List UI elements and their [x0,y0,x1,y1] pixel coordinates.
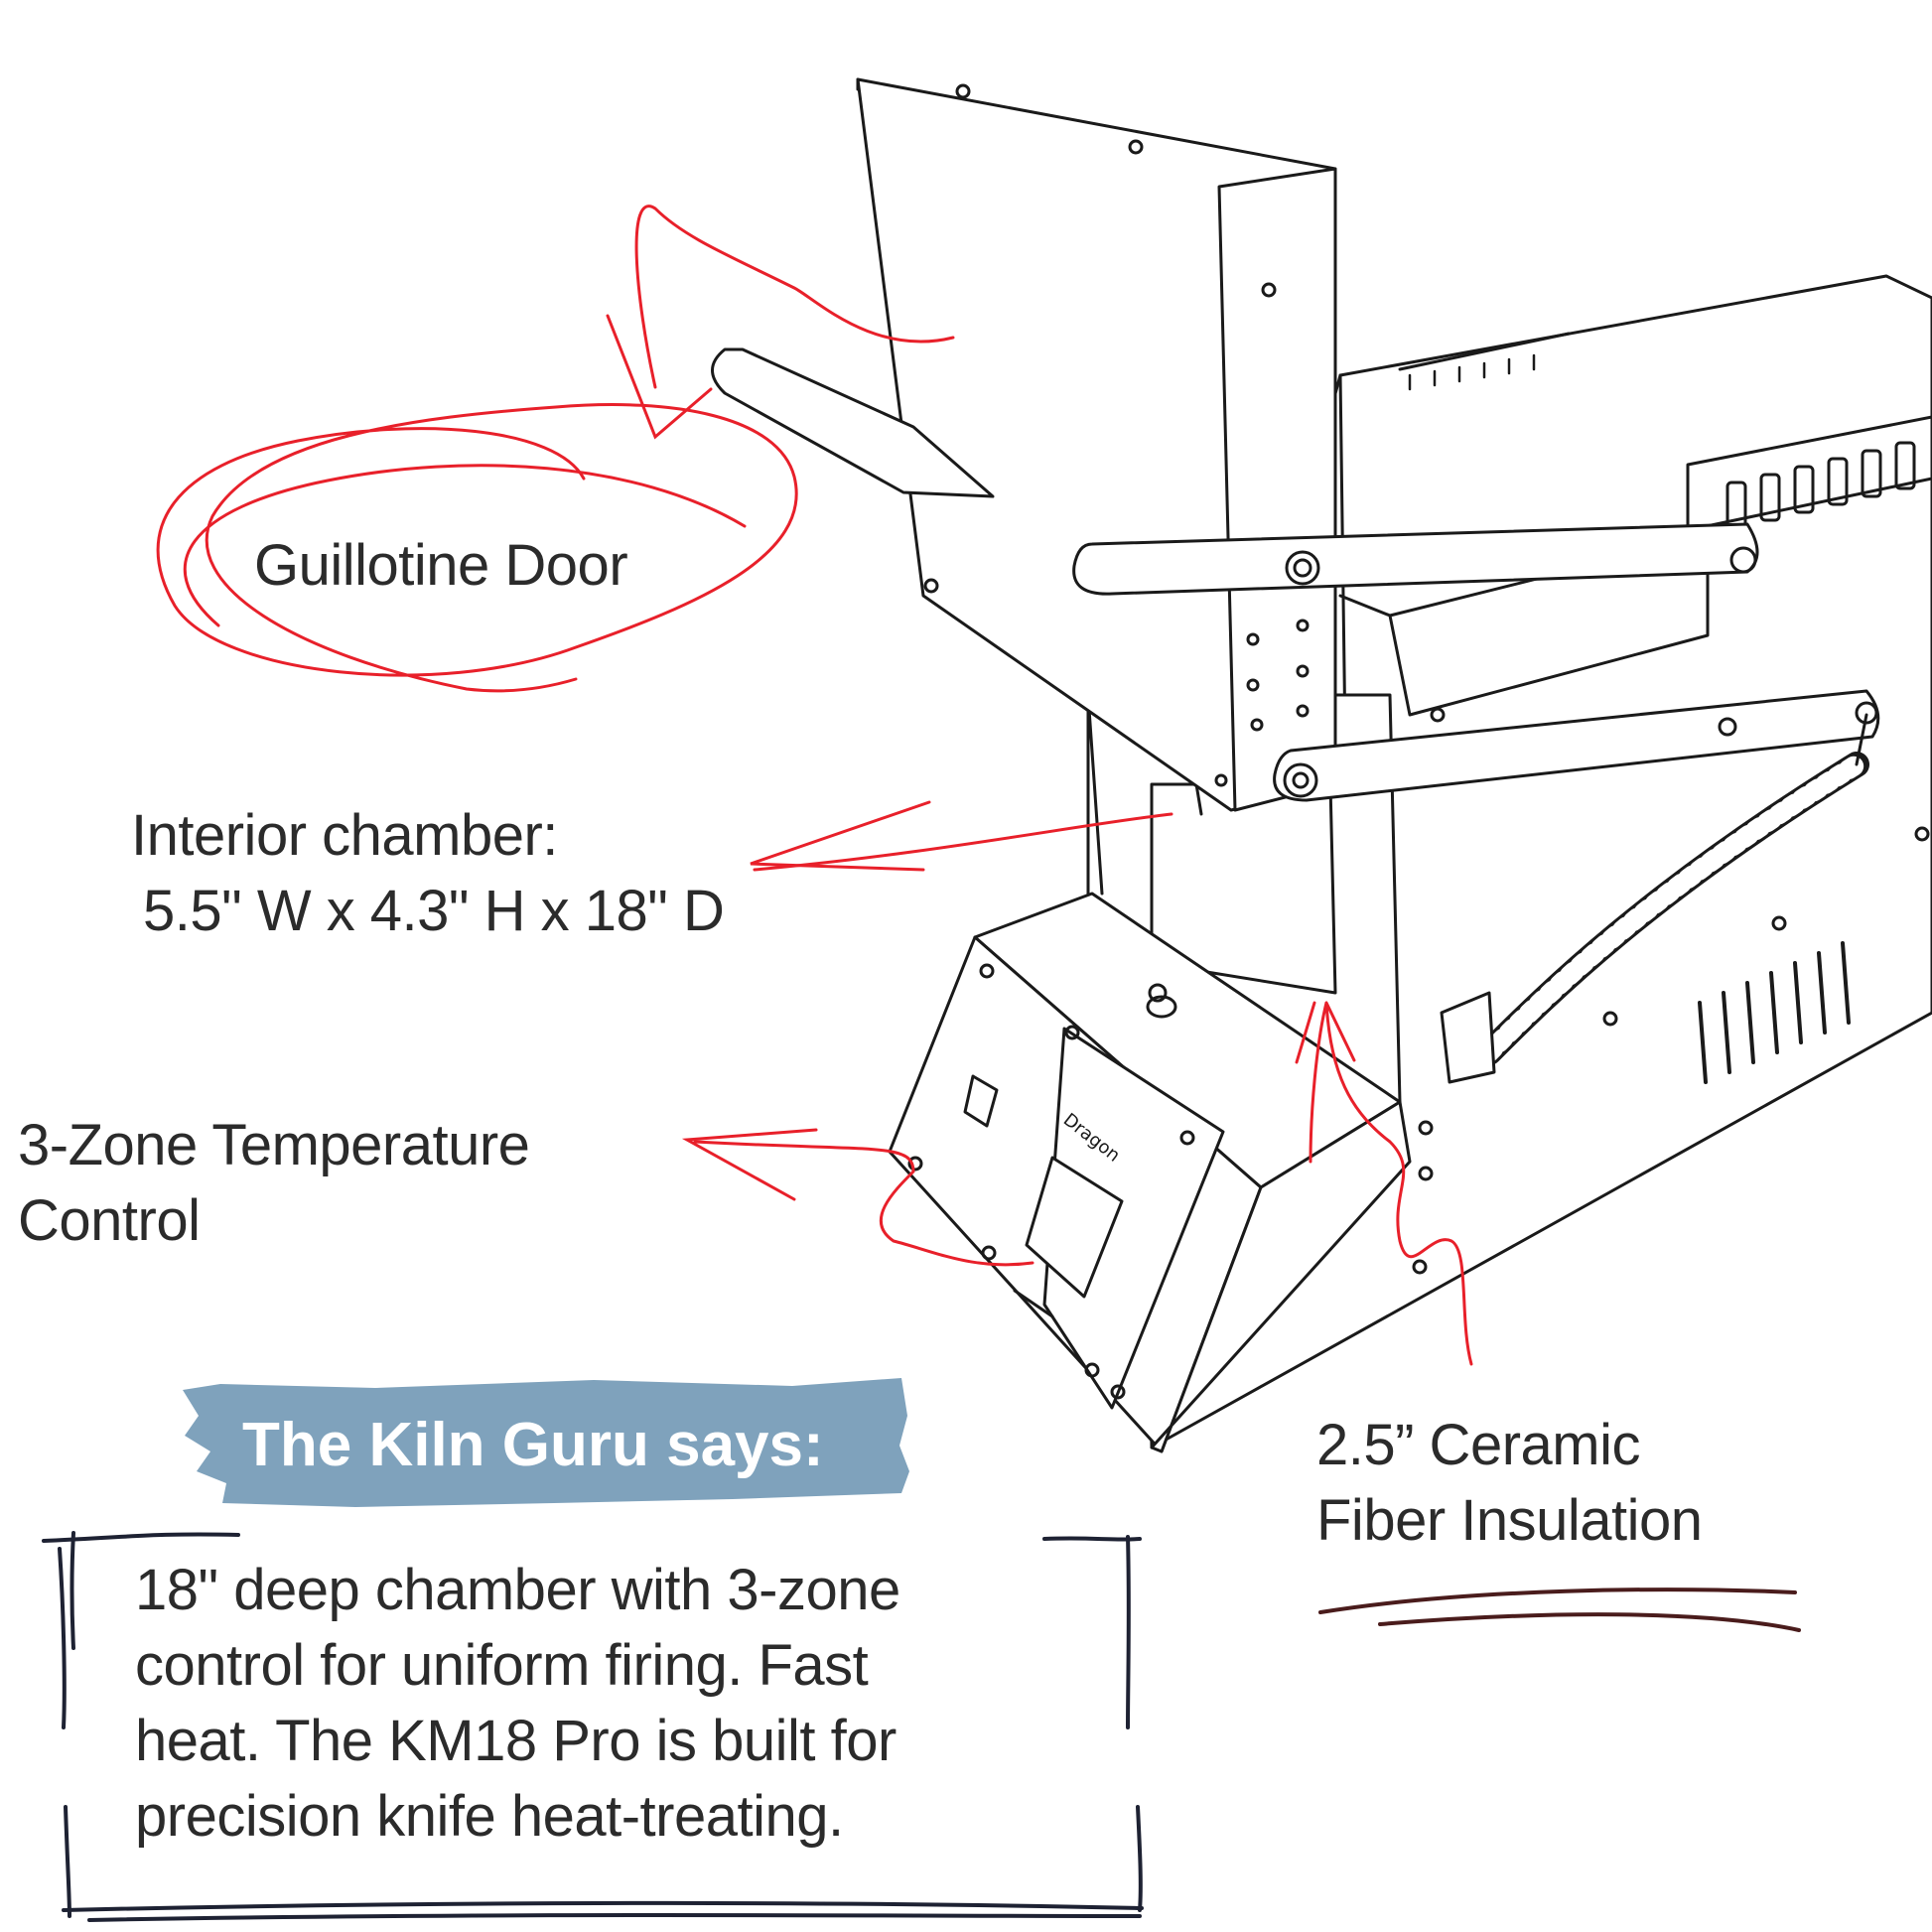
insulation-arrow-head [1295,1001,1356,1064]
insulation-line-1: 2.5” Ceramic [1316,1413,1640,1477]
guillotine-door-label: Guillotine Door [254,533,628,598]
insulation-label: 2.5” Ceramic Fiber Insulation [1316,1408,1703,1559]
interior-chamber-title: Interior chamber: [131,803,558,868]
interior-chamber-dimensions: 5.5" W x 4.3" H x 18" D [143,879,725,943]
guru-title: The Kiln Guru says: [242,1411,824,1479]
temperature-control-label: 3-Zone Temperature Control [18,1108,530,1259]
guru-description: 18" deep chamber with 3-zone control for… [135,1553,1088,1855]
door-handle [711,347,1759,596]
interior-chamber-label: Interior chamber: 5.5" W x 4.3" H x 18" … [131,798,725,949]
guru-banner [183,1378,909,1507]
door-spring [1440,713,1869,1084]
control-arrow-line [693,1140,1035,1267]
temperature-control-line-2: Control [18,1188,201,1253]
temperature-control-line-1: 3-Zone Temperature [18,1113,530,1177]
guru-textbox-frame [42,1531,1144,1922]
door-arrow-curve [634,205,955,389]
guru-line: precision knife heat-treating. [135,1784,844,1849]
chamber-arrow-head [750,800,931,872]
insulation-underline [1318,1587,1801,1632]
linkage-arm [1273,689,1880,802]
guillotine-door-drawing [856,77,1337,812]
guru-line: 18" deep chamber with 3-zone [135,1558,900,1622]
control-arrow-head [681,1128,818,1201]
insulation-line-2: Fiber Insulation [1316,1488,1703,1553]
control-panel-housing: Dragon [888,892,1412,1453]
guru-line: heat. The KM18 Pro is built for [135,1709,897,1773]
door-arrow-head [606,314,713,440]
insulation-arrow-line [1309,1002,1473,1366]
chamber-arrow-line [753,812,1173,872]
annotation-marks [156,205,1473,1366]
guillotine-door-circle [156,403,798,693]
guru-line: control for uniform firing. Fast [135,1633,869,1698]
